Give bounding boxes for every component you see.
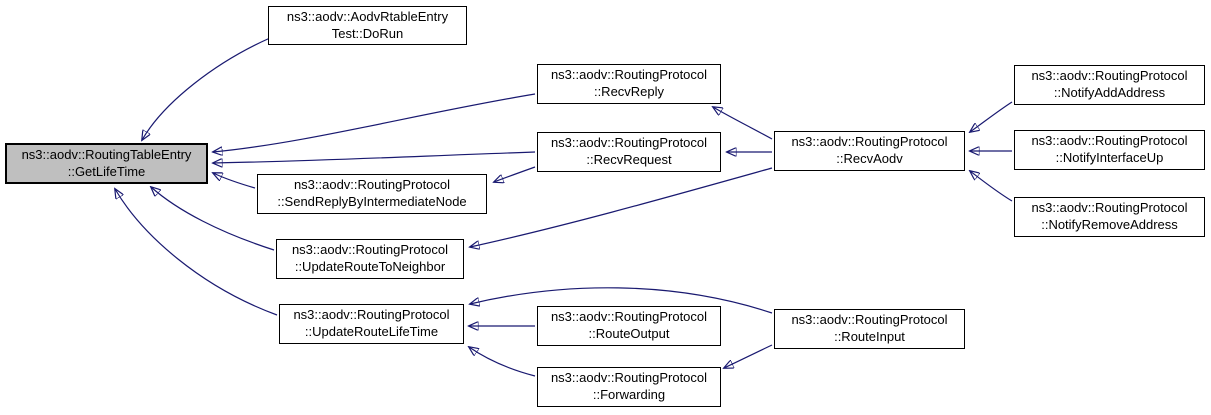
edge-updatertn-getlifetime bbox=[151, 187, 275, 251]
node-label-line2: ::NotifyInterfaceUp bbox=[1055, 150, 1164, 165]
node-label-line1: ns3::aodv::RoutingProtocol bbox=[550, 309, 708, 325]
node-label-line1: ns3::aodv::RoutingProtocol bbox=[791, 312, 948, 328]
graph-node-notifyremoveaddress[interactable]: ns3::aodv::RoutingProtocol ::NotifyRemov… bbox=[1014, 197, 1205, 237]
edge-recvrequest-sendreply bbox=[494, 166, 536, 182]
graph-node-recvaodv[interactable]: ns3::aodv::RoutingProtocol ::RecvAodv bbox=[774, 131, 965, 171]
node-label-line1: ns3::aodv::RoutingProtocol bbox=[293, 307, 450, 323]
node-label-line1: ns3::aodv::RoutingProtocol bbox=[550, 370, 708, 386]
node-label-line1: ns3::aodv::RoutingProtocol bbox=[1031, 68, 1188, 84]
edge-routeinput-forwarding bbox=[724, 344, 773, 368]
node-label-line2: ::Forwarding bbox=[592, 387, 666, 402]
edge-recvaodv-updatertn bbox=[470, 167, 773, 247]
node-label-line1: ns3::aodv::AodvRtableEntry bbox=[286, 8, 449, 24]
node-label-line1: ns3::aodv::RoutingProtocol bbox=[1031, 133, 1188, 149]
graph-node-recvrequest[interactable]: ns3::aodv::RoutingProtocol ::RecvRequest bbox=[537, 132, 721, 172]
node-label-line2: ::NotifyAddAddress bbox=[1053, 85, 1166, 100]
graph-node-routeinput[interactable]: ns3::aodv::RoutingProtocol ::RouteInput bbox=[774, 309, 965, 349]
node-label-line2: ::UpdateRouteLifeTime bbox=[304, 324, 439, 339]
edge-forwarding-updaterlt bbox=[469, 347, 536, 377]
node-label-line2: ::RecvAodv bbox=[836, 151, 903, 166]
edge-updaterlt-getlifetime bbox=[115, 189, 278, 316]
node-label-line2: ::RecvReply bbox=[593, 84, 665, 99]
graph-node-notifyaddaddress[interactable]: ns3::aodv::RoutingProtocol ::NotifyAddAd… bbox=[1014, 65, 1205, 105]
edge-recvrequest-getlifetime bbox=[213, 151, 536, 163]
edge-recvaodv-recvreply bbox=[713, 107, 773, 140]
graph-node-updateroutelifetime[interactable]: ns3::aodv::RoutingProtocol ::UpdateRoute… bbox=[279, 304, 464, 344]
node-label-line1: ns3::aodv::RoutingProtocol bbox=[550, 67, 708, 83]
node-label-line2: ::NotifyRemoveAddress bbox=[1041, 217, 1178, 232]
node-label-line1: ns3::aodv::RoutingProtocol bbox=[550, 135, 708, 151]
edge-notifyadd-recvaodv bbox=[970, 101, 1013, 132]
node-label-line1: ns3::aodv::RoutingProtocol bbox=[293, 177, 451, 193]
graph-node-dorun[interactable]: ns3::aodv::AodvRtableEntry Test::DoRun bbox=[268, 6, 467, 45]
node-label-line2: ::GetLifeTime bbox=[67, 163, 146, 179]
graph-node-routeoutput[interactable]: ns3::aodv::RoutingProtocol ::RouteOutput bbox=[537, 306, 721, 346]
edge-dorun-getlifetime bbox=[142, 37, 271, 140]
graph-node-forwarding[interactable]: ns3::aodv::RoutingProtocol ::Forwarding bbox=[537, 367, 721, 407]
graph-node-notifyinterfaceup[interactable]: ns3::aodv::RoutingProtocol ::NotifyInter… bbox=[1014, 130, 1205, 170]
graph-node-recvreply[interactable]: ns3::aodv::RoutingProtocol ::RecvReply bbox=[537, 64, 721, 104]
node-label-line2: ::RouteInput bbox=[834, 329, 905, 344]
edge-sendreply-getlifetime bbox=[213, 173, 256, 189]
node-label-line2: ::RouteOutput bbox=[588, 326, 670, 341]
node-label-line1: ns3::aodv::RoutingProtocol bbox=[791, 134, 948, 150]
edge-recvreply-getlifetime bbox=[213, 93, 536, 152]
node-label-line2: ::UpdateRouteToNeighbor bbox=[294, 259, 446, 274]
node-label-line2: ::SendReplyByIntermediateNode bbox=[277, 194, 467, 209]
graph-node-getlifetime: ns3::aodv::RoutingTableEntry ::GetLifeTi… bbox=[5, 143, 208, 184]
graph-node-sendreplybyintermediatenode[interactable]: ns3::aodv::RoutingProtocol ::SendReplyBy… bbox=[257, 174, 487, 214]
edge-notifyremove-recvaodv bbox=[970, 171, 1013, 202]
graph-node-updateroutetoneighbor[interactable]: ns3::aodv::RoutingProtocol ::UpdateRoute… bbox=[276, 239, 464, 279]
node-label-line1: ns3::aodv::RoutingProtocol bbox=[1031, 200, 1188, 216]
node-label-line1: ns3::aodv::RoutingTableEntry bbox=[21, 146, 192, 162]
edge-routeinput-updaterlt bbox=[470, 287, 773, 314]
node-label-line1: ns3::aodv::RoutingProtocol bbox=[291, 242, 449, 258]
node-label-line2: ::RecvRequest bbox=[586, 152, 672, 167]
node-label-line2: Test::DoRun bbox=[331, 25, 404, 41]
